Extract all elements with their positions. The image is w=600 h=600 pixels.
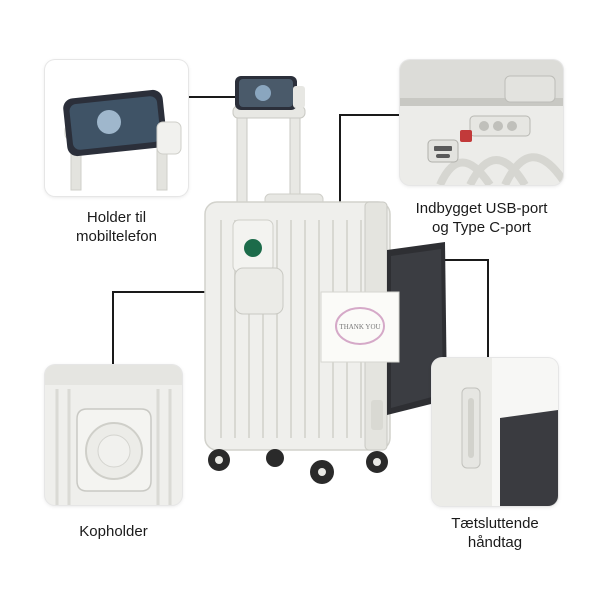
combination-lock-icon	[469, 115, 531, 137]
usb-port-icon	[427, 139, 459, 163]
bag-tag-text: THANK YOU	[339, 323, 380, 331]
phone-holder-inset	[45, 60, 188, 196]
cup-holder-label: Kopholder	[45, 522, 182, 541]
usb-port-label-line2: og Type C-port	[432, 219, 531, 236]
side-handle-detail	[432, 358, 558, 506]
handle-label: Tætsluttende håndtag	[432, 514, 558, 552]
cup-callout-line	[112, 291, 245, 365]
phone-holder-label: Holder til mobiltelefon	[45, 208, 188, 246]
cup-holder-inset	[45, 365, 182, 505]
phone-holder-label-line1: Holder til	[86, 209, 147, 226]
phone-holder-icon	[235, 76, 305, 110]
usb-callout-line	[339, 114, 400, 205]
usb-port-detail	[400, 60, 563, 185]
usb-port-label-line1: Indbygget USB-port	[415, 200, 548, 217]
bag-tag: THANK YOU	[320, 291, 400, 363]
cup-holder-icon	[232, 219, 284, 315]
phone-holder-label-line2: mobiltelefon	[76, 228, 157, 245]
wheels	[208, 449, 388, 484]
side-handle-icon	[461, 387, 481, 469]
usb-port-inset	[400, 60, 563, 185]
phone-holder-detail	[63, 89, 182, 191]
cup-holder-detail	[45, 365, 182, 505]
handle-label-line1: Tætsluttende	[451, 515, 539, 532]
handle-label-line2: håndtag	[467, 534, 523, 551]
usb-port-label: Indbygget USB-port og Type C-port	[400, 199, 563, 237]
cup-holder-label-line1: Kopholder	[79, 523, 148, 540]
side-handle-inset	[432, 358, 558, 506]
